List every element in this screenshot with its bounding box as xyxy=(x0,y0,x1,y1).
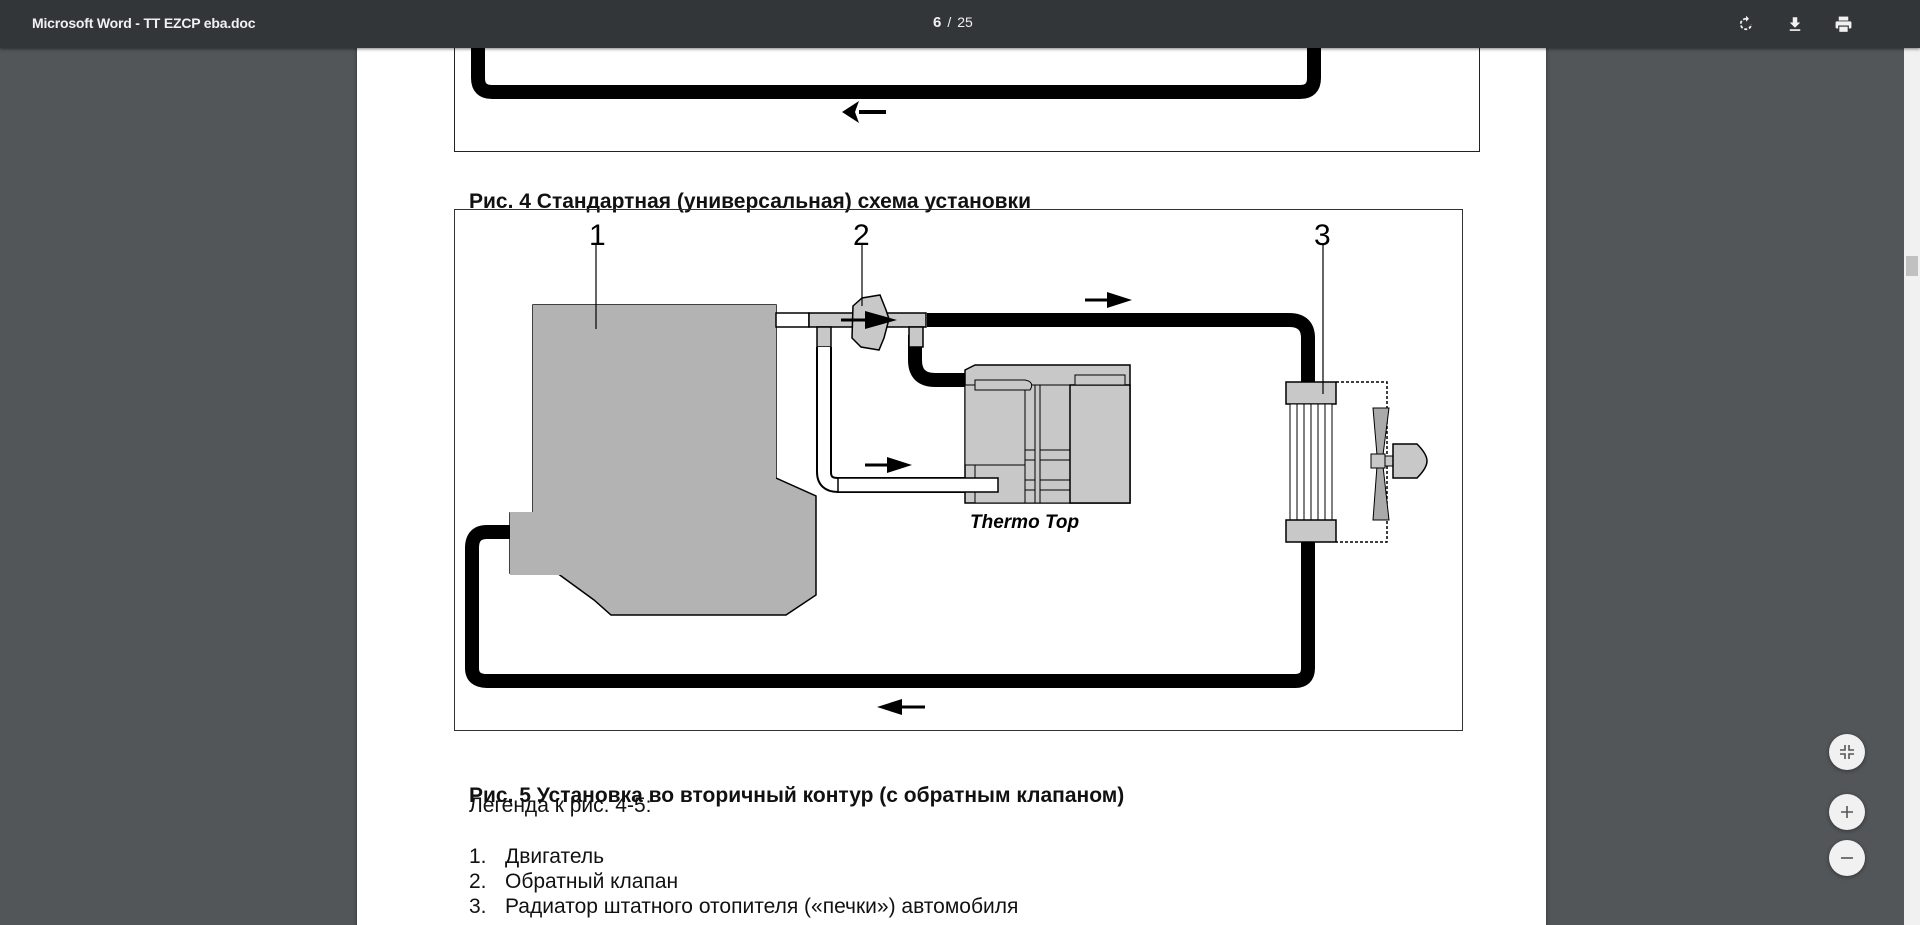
flow-arrow-right-top-icon xyxy=(1085,292,1132,308)
print-icon xyxy=(1835,16,1851,33)
return-pipe xyxy=(465,525,1315,688)
page-indicator: 6 / 25 xyxy=(933,14,973,31)
minus-icon xyxy=(1841,857,1853,859)
figure-4-frame xyxy=(454,48,1480,152)
figure-4-caption: Рис. 4 Стандартная (универсальная) схема… xyxy=(469,190,1031,213)
document-title: Microsoft Word - TT EZCP eba.doc xyxy=(32,15,256,31)
figure-5-diagram: 1 2 3 Thermo Top xyxy=(465,219,1428,715)
label-thermo-top: Thermo Top xyxy=(970,512,1079,533)
pdf-page: Рис. 4 Стандартная (универсальная) схема… xyxy=(357,48,1546,925)
rotate-button[interactable] xyxy=(1734,12,1758,36)
zoom-out-button[interactable] xyxy=(1829,840,1865,876)
engine xyxy=(509,304,817,616)
heater-unit xyxy=(964,364,1131,504)
heater-inlet-pipe xyxy=(908,335,975,387)
download-button[interactable] xyxy=(1783,12,1807,36)
document-viewer[interactable]: Рис. 4 Стандартная (универсальная) схема… xyxy=(0,48,1904,925)
plus-icon xyxy=(1841,806,1853,818)
fan xyxy=(1370,407,1428,521)
fit-page-button[interactable] xyxy=(1829,734,1865,770)
supply-pipe xyxy=(927,313,1315,382)
pdf-toolbar: Microsoft Word - TT EZCP eba.doc 6 / 25 xyxy=(0,0,1920,48)
legend-title: Легенда к рис. 4-5: xyxy=(469,794,652,817)
vertical-scrollbar[interactable] xyxy=(1904,48,1920,925)
flow-arrow-left-icon xyxy=(842,101,886,123)
label-engine: 1 xyxy=(589,219,606,252)
rotate-icon xyxy=(1739,15,1753,31)
coolant-loop-pipe xyxy=(471,48,1321,99)
label-check-valve: 2 xyxy=(853,219,870,252)
legend-item: 1.Двигатель xyxy=(469,845,605,868)
label-radiator: 3 xyxy=(1314,219,1331,252)
zoom-in-button[interactable] xyxy=(1829,794,1865,830)
coolant-loop-inner xyxy=(486,48,492,85)
print-button[interactable] xyxy=(1831,12,1855,36)
radiator xyxy=(1285,381,1388,543)
figure-5-caption: Рис. 5 Установка во вторичный контур (с … xyxy=(469,784,1125,807)
fit-page-icon xyxy=(1840,745,1854,759)
flow-arrow-right-mid-icon xyxy=(865,457,912,473)
download-icon xyxy=(1789,17,1801,31)
flow-arrow-left-bottom-icon xyxy=(877,699,925,715)
total-pages: 25 xyxy=(957,14,973,30)
check-valve xyxy=(841,294,897,351)
legend-item: 3.Радиатор штатного отопителя («печки») … xyxy=(469,895,1019,918)
legend-list: 1.Двигатель 2.Обратный клапан 3.Радиатор… xyxy=(469,844,1018,919)
figure-4-diagram xyxy=(471,48,1321,123)
figure-5-frame: 1 2 3 Thermo Top xyxy=(454,209,1463,731)
scrollbar-thumb[interactable] xyxy=(1906,256,1918,276)
legend-item: 2.Обратный клапан xyxy=(469,870,679,893)
page-separator: / xyxy=(947,14,952,30)
current-page-input[interactable]: 6 xyxy=(933,14,942,31)
